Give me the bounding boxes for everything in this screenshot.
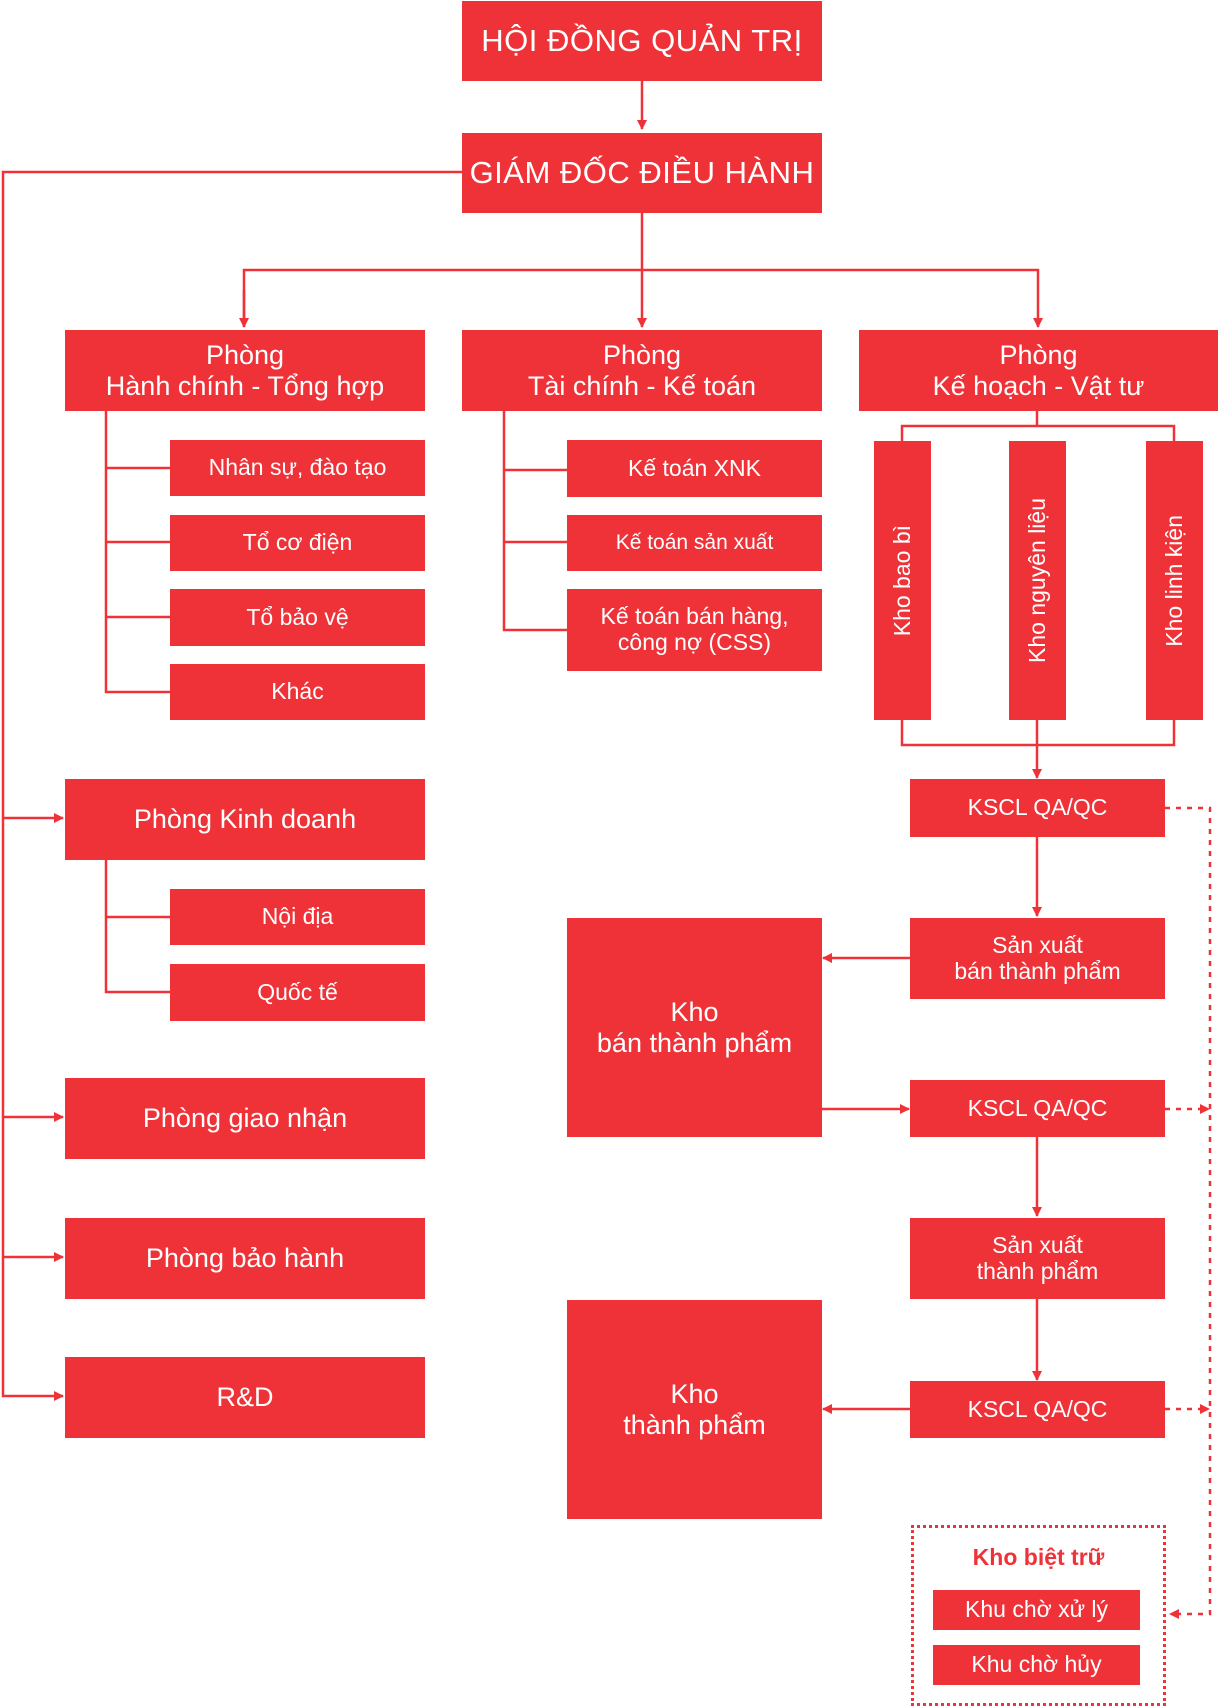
finance-sub-sales: Kế toán bán hàng, công nợ (CSS): [567, 589, 822, 671]
admin-sub-electrical: Tổ cơ điện: [170, 515, 425, 571]
dept-admin-box: Phòng Hành chính - Tổng hợp: [65, 330, 425, 411]
quarantine-frame: [911, 1525, 1166, 1706]
finance-sub-sales-line2: công nợ (CSS): [617, 629, 772, 655]
semi-production-line2: bán thành phẩm: [954, 957, 1121, 984]
quarantine-pending-label: Khu chờ xử lý: [965, 1596, 1108, 1623]
finance-sub-sales-line1: Kế toán bán hàng,: [600, 603, 789, 630]
qc-box-3: KSCL QA/QC: [910, 1381, 1165, 1438]
final-production-line1: Sản xuất: [992, 1231, 1083, 1258]
admin-sub-other-label: Khác: [271, 678, 324, 705]
qc-1-label: KSCL QA/QC: [967, 794, 1108, 821]
final-store-box: Kho thành phẩm: [567, 1300, 822, 1519]
dept-rnd-label: R&D: [216, 1382, 274, 1413]
quarantine-disposal-label: Khu chờ hủy: [971, 1651, 1102, 1678]
warehouse-materials: Kho nguyên liệu: [1009, 441, 1066, 720]
qc-3-label: KSCL QA/QC: [967, 1395, 1108, 1422]
dept-warranty-label: Phòng bảo hành: [145, 1243, 345, 1274]
semi-store-line2: bán thành phẩm: [596, 1027, 793, 1058]
finance-sub-production-label: Kế toán sản xuất: [615, 531, 774, 555]
admin-sub-security: Tổ bảo vệ: [170, 589, 425, 646]
qc-2-label: KSCL QA/QC: [967, 1094, 1108, 1121]
dept-sales-box: Phòng Kinh doanh: [65, 779, 425, 860]
sales-sub-domestic: Nội địa: [170, 889, 425, 945]
final-store-line2: thành phẩm: [623, 1409, 766, 1440]
dept-admin-line2: Hành chính - Tổng hợp: [105, 370, 385, 401]
dept-planning-line2: Kế hoạch - Vật tư: [932, 370, 1145, 401]
qc-box-2: KSCL QA/QC: [910, 1080, 1165, 1137]
board-label: HỘI ĐỒNG QUẢN TRỊ: [481, 22, 803, 58]
warehouse-components: Kho linh kiện: [1146, 441, 1203, 720]
qc-box-1: KSCL QA/QC: [910, 779, 1165, 837]
finance-sub-xnk: Kế toán XNK: [567, 440, 822, 497]
semi-production-line1: Sản xuất: [992, 931, 1083, 958]
admin-sub-hr-label: Nhân sự, đào tạo: [208, 454, 387, 481]
finance-sub-production: Kế toán sản xuất: [567, 515, 822, 571]
admin-sub-hr: Nhân sự, đào tạo: [170, 440, 425, 496]
ceo-box: GIÁM ĐỐC ĐIỀU HÀNH: [462, 133, 822, 213]
final-store-line1: Kho: [670, 1379, 719, 1410]
dept-sales-label: Phòng Kinh doanh: [133, 804, 357, 835]
sales-sub-domestic-label: Nội địa: [261, 903, 334, 930]
ceo-label: GIÁM ĐỐC ĐIỀU HÀNH: [469, 154, 815, 190]
warehouse-components-label: Kho linh kiện: [1160, 514, 1187, 647]
warehouse-packaging-label: Kho bao bì: [888, 524, 915, 637]
final-production-line2: thành phẩm: [976, 1257, 1099, 1284]
dept-delivery-box: Phòng giao nhận: [65, 1078, 425, 1159]
dept-planning-box: Phòng Kế hoạch - Vật tư: [859, 330, 1218, 411]
dept-planning-line1: Phòng: [999, 340, 1078, 371]
finance-sub-xnk-label: Kế toán XNK: [628, 454, 761, 481]
semi-production-box: Sản xuất bán thành phẩm: [910, 918, 1165, 999]
dept-delivery-label: Phòng giao nhận: [142, 1103, 348, 1134]
sales-sub-international: Quốc tế: [170, 964, 425, 1021]
final-production-box: Sản xuất thành phẩm: [910, 1218, 1165, 1299]
warehouse-packaging: Kho bao bì: [874, 441, 931, 720]
dept-rnd-box: R&D: [65, 1357, 425, 1438]
semi-store-box: Kho bán thành phẩm: [567, 918, 822, 1137]
warehouse-materials-label: Kho nguyên liệu: [1023, 498, 1050, 663]
quarantine-pending: Khu chờ xử lý: [933, 1590, 1140, 1630]
dept-admin-line1: Phòng: [205, 340, 285, 371]
semi-store-line1: Kho: [670, 997, 719, 1028]
sales-sub-international-label: Quốc tế: [257, 978, 338, 1005]
admin-sub-security-label: Tổ bảo vệ: [246, 603, 349, 630]
admin-sub-other: Khác: [170, 664, 425, 720]
admin-sub-electrical-label: Tổ cơ điện: [242, 529, 353, 556]
quarantine-disposal: Khu chờ hủy: [933, 1645, 1140, 1685]
dept-warranty-box: Phòng bảo hành: [65, 1218, 425, 1299]
dept-finance-box: Phòng Tài chính - Kế toán: [462, 330, 822, 411]
dept-finance-line2: Tài chính - Kế toán: [527, 370, 757, 401]
dept-finance-line1: Phòng: [602, 340, 682, 371]
board-box: HỘI ĐỒNG QUẢN TRỊ: [462, 1, 822, 81]
quarantine-title: Kho biệt trữ: [972, 1544, 1105, 1570]
